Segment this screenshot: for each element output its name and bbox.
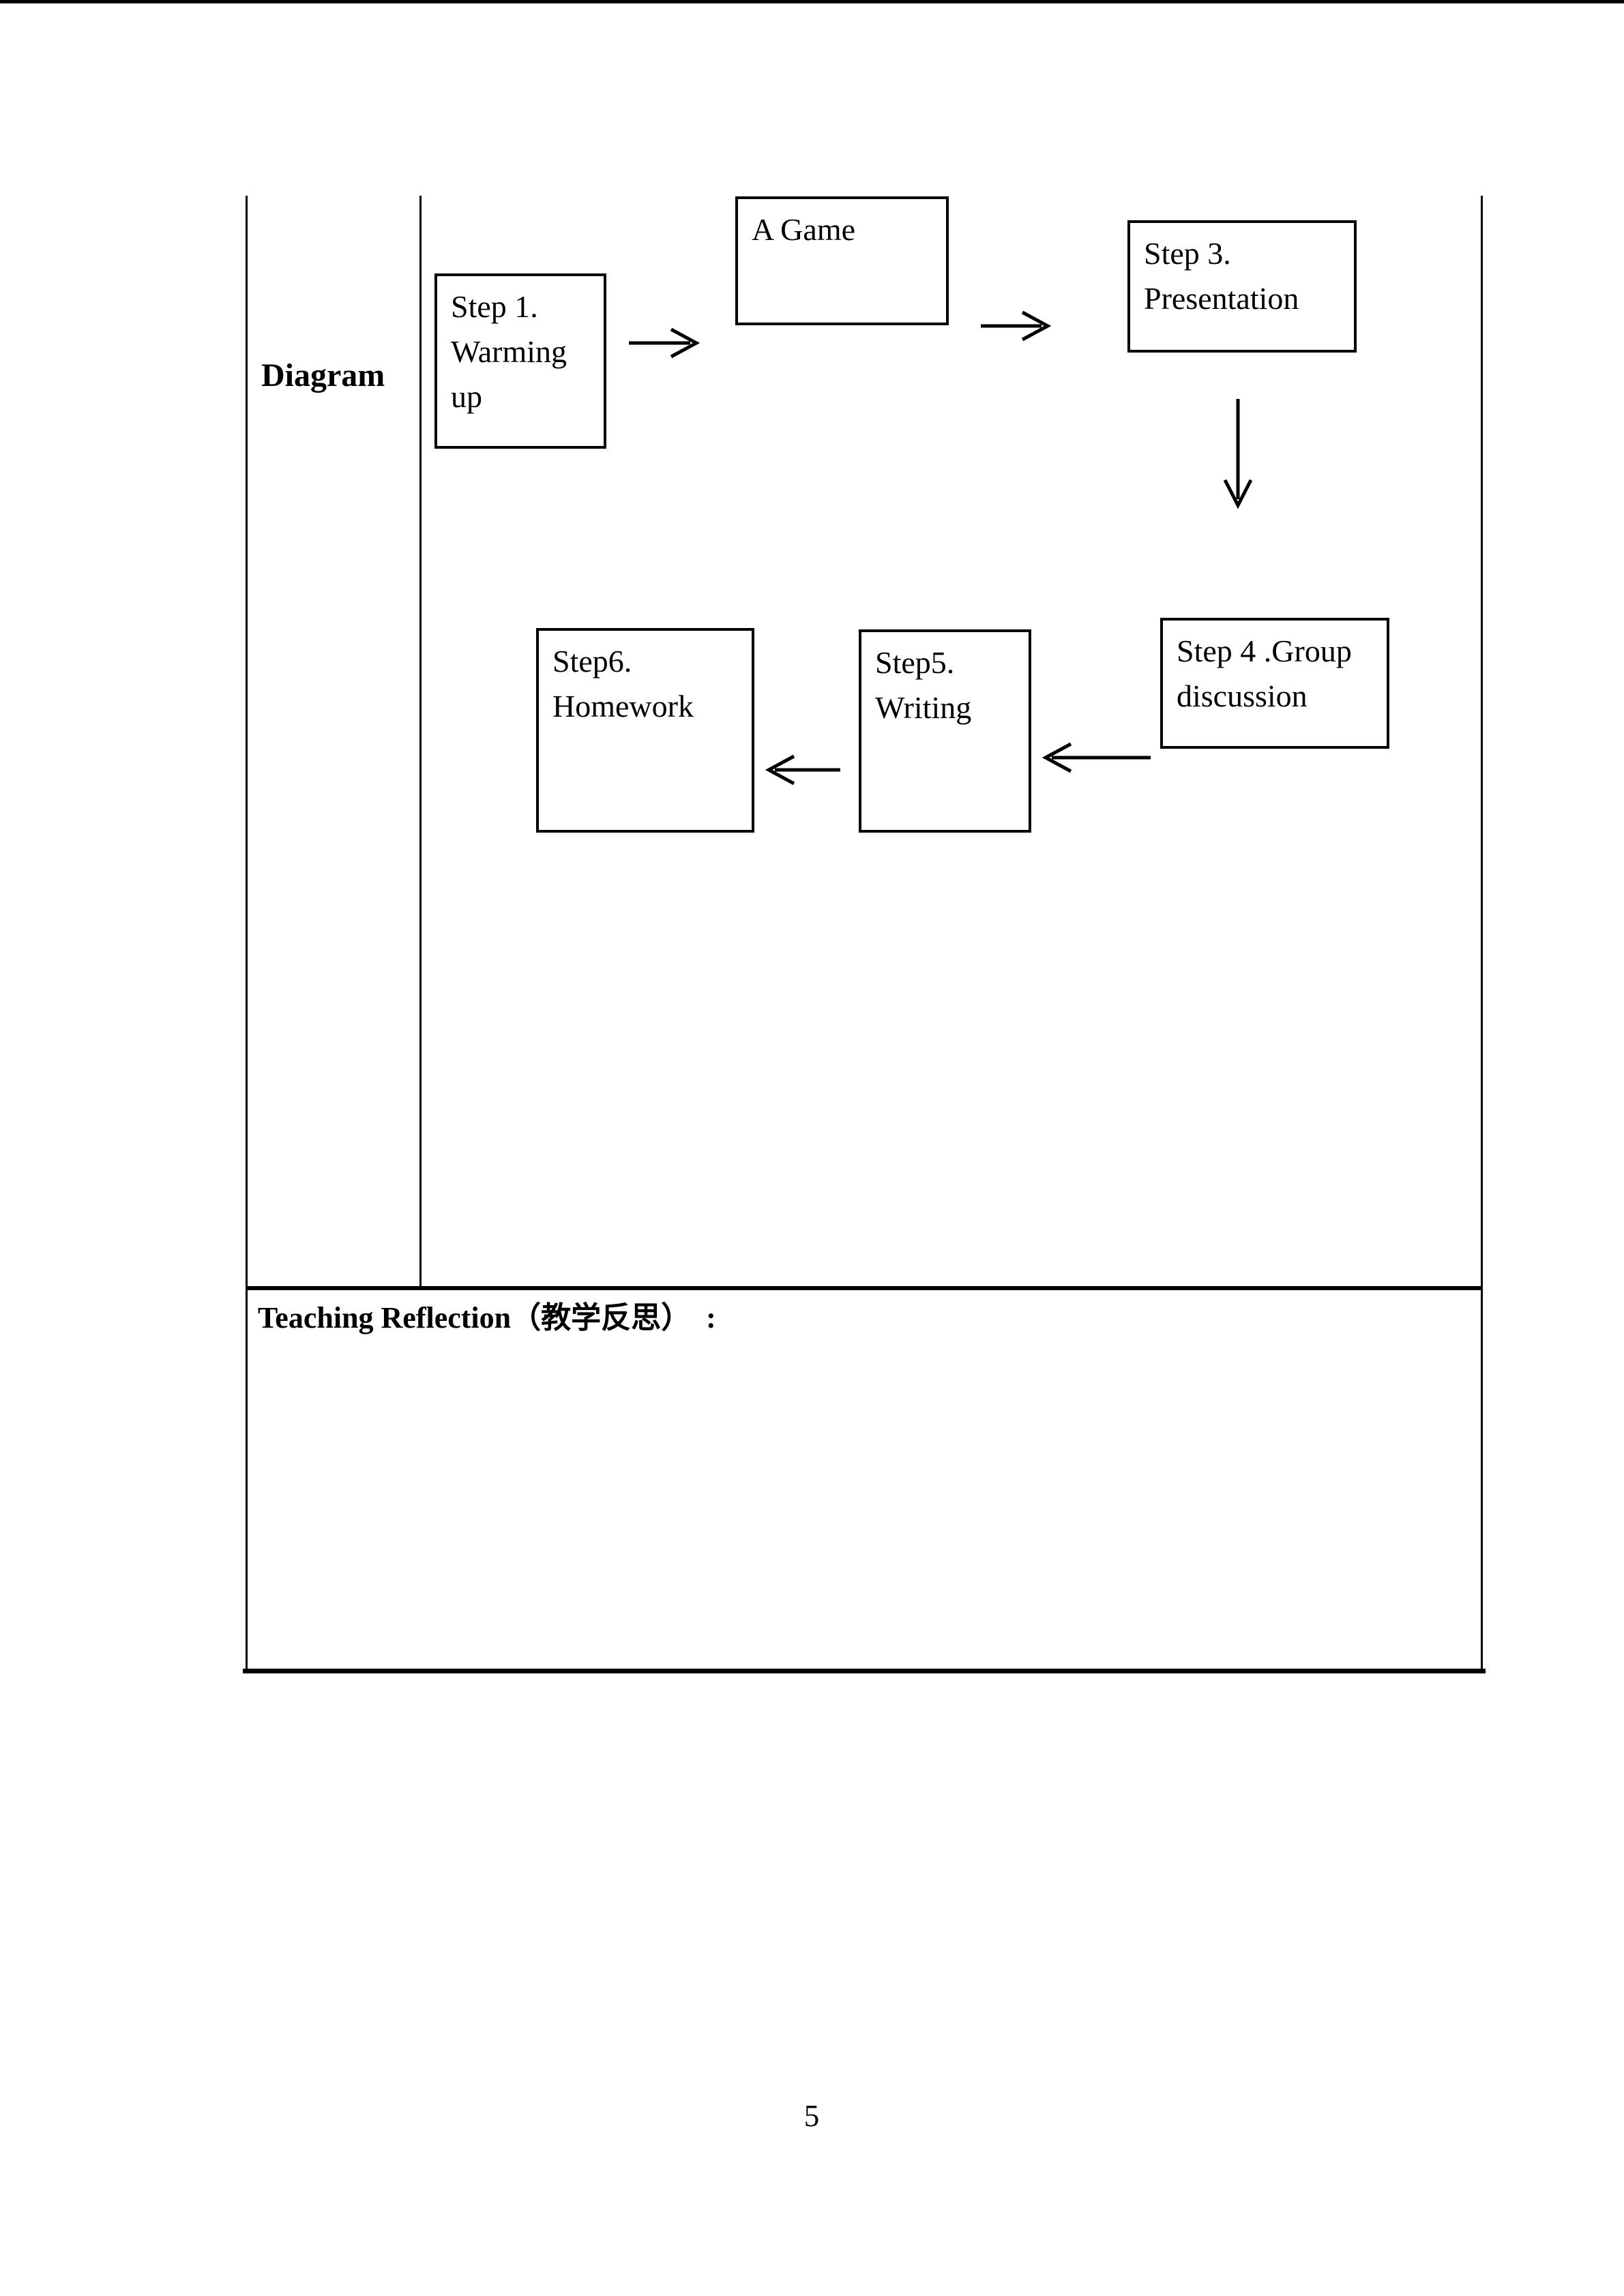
node-text-line: Step5.	[875, 645, 955, 680]
table-column-divider	[419, 196, 422, 1286]
table-row-divider	[246, 1286, 1483, 1290]
reflection-cell	[248, 1290, 1481, 1669]
flow-node-step1-warming-up: Step 1. Warming up	[434, 273, 606, 449]
flow-node-step6-homework: Step6. Homework	[536, 628, 754, 833]
node-text-line: Step 1.	[451, 289, 538, 324]
flow-node-step3-presentation: Step 3. Presentation	[1127, 220, 1357, 353]
scan-edge-artifact	[0, 0, 1624, 3]
node-text-line: Homework	[552, 689, 694, 724]
diagram-row-label: Diagram	[261, 357, 385, 393]
diagram-content-cell: Step 1. Warming up A Game Step 3. Presen…	[422, 196, 1481, 1286]
flow-node-step4-group-discussion: Step 4 .Group discussion	[1160, 618, 1389, 749]
node-text-line: up	[451, 379, 482, 414]
node-text-line: Step 4 .Group	[1177, 633, 1352, 668]
page-number: 5	[803, 2099, 820, 2133]
table-border-left	[246, 196, 248, 1673]
node-text-line: Step6.	[552, 644, 632, 679]
node-text-line: Writing	[875, 690, 972, 725]
flow-node-step5-writing: Step5. Writing	[859, 629, 1031, 833]
table-border-right	[1481, 196, 1483, 1673]
node-text-line: discussion	[1177, 679, 1308, 713]
node-text-line: Warming	[451, 334, 567, 369]
node-text-line: Presentation	[1144, 281, 1299, 316]
flow-node-a-game: A Game	[735, 196, 949, 325]
table-border-bottom	[243, 1669, 1486, 1673]
node-text-line: Step 3.	[1144, 236, 1231, 271]
node-text-line: A Game	[752, 212, 856, 247]
reflection-header: Teaching Reflection（教学反思） :	[258, 1301, 716, 1335]
